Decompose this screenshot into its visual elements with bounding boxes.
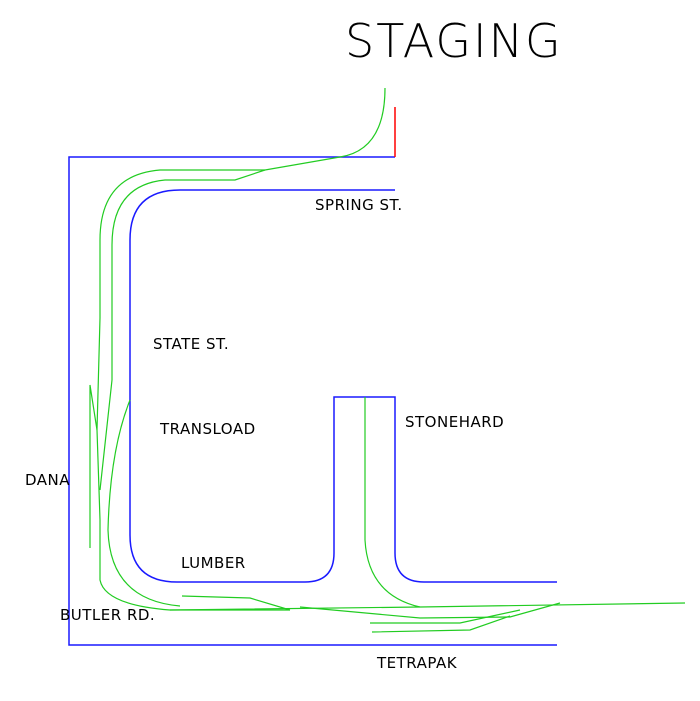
street-outlines	[68, 156, 557, 646]
inner-boundary	[129, 189, 557, 583]
track-lines	[89, 87, 686, 633]
label-butler-rd: BUTLER RD.	[60, 606, 156, 624]
transload-spur	[107, 399, 181, 607]
label-spring-st: SPRING ST.	[315, 196, 403, 214]
dana-spur	[89, 384, 98, 548]
label-stonehard: STONEHARD	[405, 413, 505, 431]
tetrapak-track-2	[370, 609, 521, 624]
tetrapak-track-1	[299, 602, 561, 619]
label-tetrapak: TETRAPAK	[377, 654, 458, 672]
label-transload: TRANSLOAD	[160, 420, 256, 438]
staging-lead-track	[96, 87, 386, 611]
lumber-spur	[181, 595, 291, 611]
state-st-track	[99, 169, 266, 491]
outer-boundary	[68, 156, 557, 646]
staging-title: STAGING	[345, 14, 563, 68]
label-lumber: LUMBER	[181, 554, 246, 572]
label-state-st: STATE ST.	[153, 335, 230, 353]
stonehard-spur	[364, 397, 421, 608]
main-line	[169, 602, 686, 611]
label-dana: DANA	[25, 471, 71, 489]
tetrapak-track-3	[371, 615, 511, 633]
